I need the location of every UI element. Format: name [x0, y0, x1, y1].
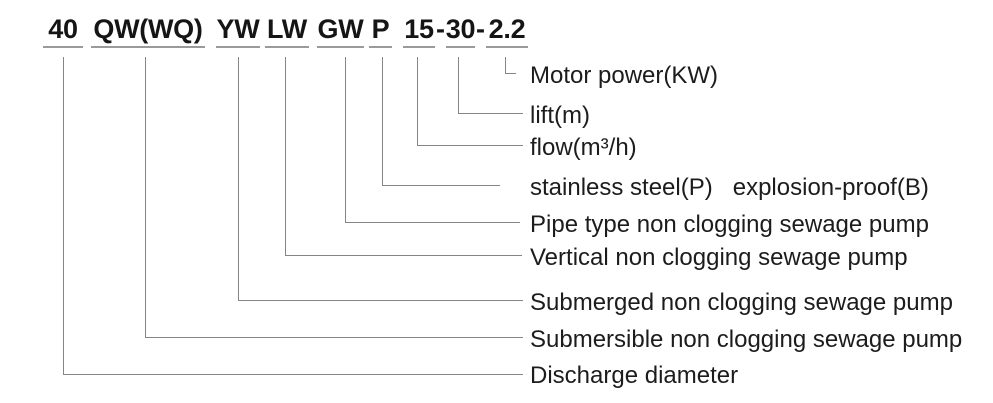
connector-horizontal-qw-wq: [145, 336, 523, 338]
connector-vertical-qw-wq: [144, 57, 146, 338]
model-segment-2-2: 2.2: [486, 13, 528, 48]
model-segment-30: 30: [446, 13, 476, 48]
connector-horizontal-2-2: [505, 72, 516, 74]
connector-vertical-gw: [344, 57, 346, 223]
connector-vertical-15: [416, 57, 418, 146]
label-discharge-diameter: Discharge diameter: [530, 362, 739, 389]
label-lift: lift(m): [530, 102, 590, 129]
connector-vertical-yw: [237, 57, 239, 301]
connector-horizontal-yw: [238, 299, 523, 301]
model-segment-qw-wq: QW(WQ): [91, 13, 205, 48]
label-pipe-type-pump: Pipe type non clogging sewage pump: [530, 211, 929, 238]
label-stainless-steel-explosion-proof: stainless steel(P) explosion-proof(B): [530, 174, 929, 201]
connector-vertical-2-2: [504, 57, 506, 74]
model-segment-gw: GW: [317, 13, 364, 48]
model-segment-yw: YW: [216, 13, 260, 48]
label-flow: flow(m³/h): [530, 134, 637, 161]
connector-vertical-30: [457, 57, 459, 114]
connector-horizontal-40: [63, 373, 523, 375]
label-submerged-pump: Submerged non clogging sewage pump: [530, 289, 953, 316]
connector-horizontal-gw: [345, 221, 520, 223]
model-segment-p: P: [369, 13, 392, 48]
model-separator: -: [436, 14, 445, 44]
model-segment-15: 15: [403, 13, 435, 48]
model-segment-lw: LW: [265, 13, 309, 48]
label-motor-power: Motor power(KW): [530, 62, 719, 89]
connector-horizontal-p: [382, 184, 500, 186]
model-segment-40: 40: [43, 13, 83, 48]
connector-horizontal-lw: [285, 254, 522, 256]
label-submersible-pump: Submersible non clogging sewage pump: [530, 326, 963, 353]
label-vertical-pump: Vertical non clogging sewage pump: [530, 244, 908, 271]
connector-horizontal-30: [458, 112, 523, 114]
connector-vertical-p: [381, 57, 383, 186]
connector-horizontal-15: [417, 144, 523, 146]
model-separator: -: [476, 14, 485, 44]
connector-vertical-lw: [284, 57, 286, 256]
connector-vertical-40: [62, 57, 64, 375]
